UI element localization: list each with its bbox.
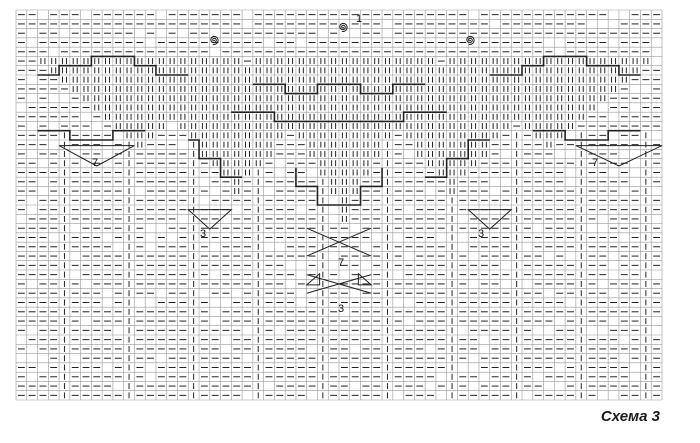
motif-outline bbox=[252, 83, 426, 95]
repeat-label-right-three: 3 bbox=[478, 228, 484, 240]
repeat-bracket bbox=[575, 145, 663, 167]
repeat-label-left-three: 3 bbox=[200, 228, 206, 240]
motif-outline bbox=[37, 55, 189, 76]
repeat-label-center-three: 3 bbox=[338, 303, 344, 315]
bobble-icons bbox=[210, 22, 475, 46]
motif-outline bbox=[231, 111, 447, 123]
decrease-mark bbox=[305, 272, 321, 286]
repeat-bracket bbox=[58, 145, 135, 167]
cable-cross bbox=[306, 274, 372, 294]
cable-cross bbox=[306, 227, 372, 257]
repeat-label-center-seven: 7 bbox=[338, 257, 344, 269]
top-marker-one: 1 bbox=[356, 13, 362, 25]
decrease-mark bbox=[357, 272, 373, 286]
repeat-label-right-seven: 7 bbox=[592, 157, 598, 169]
chart-grid bbox=[15, 9, 663, 401]
repeat-label-left-seven: 7 bbox=[92, 157, 98, 169]
motif-outline bbox=[532, 129, 641, 141]
motif-outlines bbox=[37, 55, 641, 206]
chart-caption: Схема 3 bbox=[600, 408, 660, 425]
bobble-icon bbox=[210, 35, 219, 46]
motif-outline bbox=[295, 167, 383, 206]
motif-outline bbox=[489, 55, 641, 76]
bobble-icon bbox=[466, 35, 475, 46]
motif-outline bbox=[37, 129, 146, 141]
repeat-bracket bbox=[466, 209, 513, 230]
stitch-symbols bbox=[17, 14, 661, 399]
repeat-brackets: 7 7 3 3 7 3 1 bbox=[58, 13, 663, 315]
motif-outline bbox=[425, 139, 490, 178]
motif-outline bbox=[188, 139, 243, 178]
bobble-icon bbox=[339, 22, 348, 33]
repeat-bracket bbox=[186, 209, 233, 230]
